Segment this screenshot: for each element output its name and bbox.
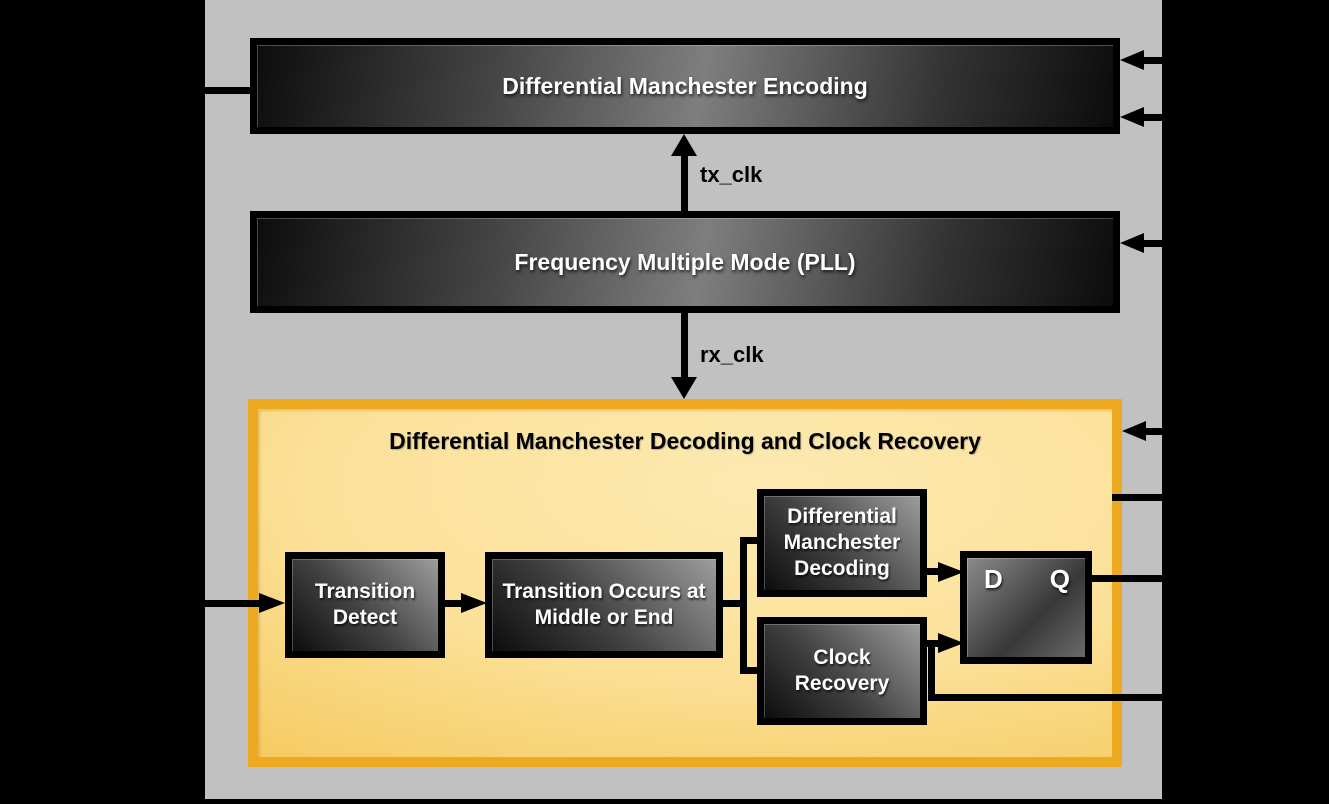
arrow-encoder-input-2-line [1142,114,1162,121]
branch-vertical-line [740,537,747,674]
block-transition-detect-label: Transition Detect [314,579,416,629]
arrowhead-right-icon [461,593,487,613]
block-clock-recovery: Clock Recovery [757,617,927,725]
line-decoder-output-top [1112,494,1162,501]
flipflop-d-label: D [984,564,1003,594]
block-clock-recovery-label: Clock Recovery [794,645,890,695]
arrowhead-right-icon [938,633,964,653]
arrow-decoder-input-right-line [1144,428,1162,435]
block-dm-decoding-label: Differential Manchester Decoding [783,504,901,581]
group-decoder-title: Differential Manchester Decoding and Clo… [389,428,981,454]
line-recovered-clock-vertical [928,640,935,701]
arrow-detect-to-occurs-line [445,600,463,607]
arrowhead-right-icon [259,593,285,613]
arrow-rx-clk-line [681,313,688,379]
line-q-output [1092,575,1162,582]
block-transition-detect: Transition Detect [285,552,445,658]
block-frequency-multiple-mode-pll-label: Frequency Multiple Mode (PLL) [514,248,856,275]
arrowhead-left-icon [1120,107,1144,127]
flipflop-q-label: Q [1049,564,1070,594]
arrowhead-up-icon [671,134,697,156]
signal-label-rx-clk: rx_clk [700,342,764,367]
block-differential-manchester-encoding: Differential Manchester Encoding [250,38,1120,134]
block-dm-decoding: Differential Manchester Decoding [757,489,927,597]
arrow-tx-clk-line [681,154,688,212]
block-transition-occurs-label: Transition Occurs at Middle or End [502,579,706,629]
arrowhead-left-icon [1120,233,1144,253]
arrow-decoder-input-left-line [205,600,261,607]
arrowhead-right-icon [938,562,964,582]
arrow-dmd-to-dff-line [927,568,940,575]
line-recovered-clock-horizontal [928,694,1162,701]
block-transition-occurs: Transition Occurs at Middle or End [485,552,723,658]
branch-stub-top [745,537,759,544]
block-frequency-multiple-mode-pll: Frequency Multiple Mode (PLL) [250,211,1120,313]
signal-label-tx-clk: tx_clk [700,162,763,187]
arrowhead-left-icon [1122,421,1146,441]
line-encoder-left-output [205,87,250,94]
block-differential-manchester-encoding-label: Differential Manchester Encoding [502,72,868,99]
arrowhead-down-icon [671,377,697,399]
arrowhead-left-icon [1120,50,1144,70]
branch-feed-line [723,600,747,607]
arrow-pll-input-line [1142,240,1162,247]
block-d-flipflop: D Q [960,551,1092,664]
branch-stub-bottom [745,667,759,674]
arrow-encoder-input-1-line [1142,57,1162,64]
